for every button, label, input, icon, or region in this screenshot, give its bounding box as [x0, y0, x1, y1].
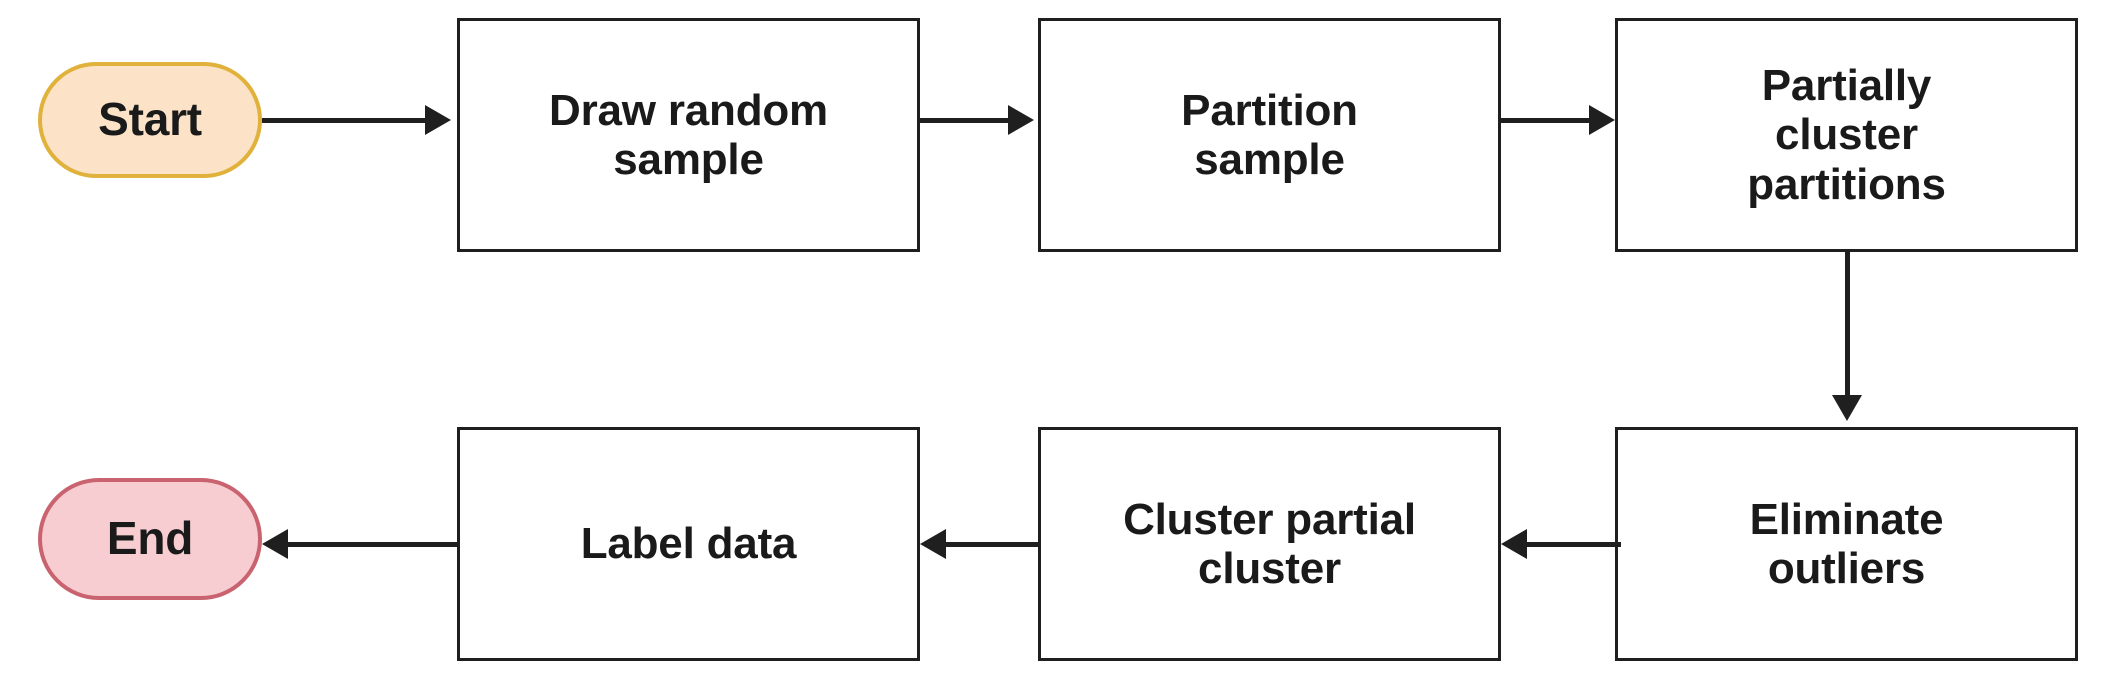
- edge-partition-to-partially-cluster: [1501, 105, 1621, 135]
- node-label-data-label: Label data: [580, 519, 797, 569]
- node-eliminate-outliers[interactable]: Eliminate outliers: [1615, 427, 2078, 661]
- edge-shaft: [1526, 541, 1621, 547]
- edge-shaft: [1844, 252, 1850, 402]
- arrowhead-left-icon: [1501, 529, 1527, 559]
- node-partially-cluster-partitions-label: Partially cluster partitions: [1747, 61, 1946, 209]
- node-partially-cluster-partitions[interactable]: Partially cluster partitions: [1615, 18, 2078, 252]
- node-start[interactable]: Start: [38, 62, 262, 178]
- edge-shaft: [1501, 117, 1596, 123]
- edge-eliminate-to-cluster-partial: [1501, 529, 1621, 559]
- edge-shaft: [262, 117, 432, 123]
- node-end[interactable]: End: [38, 478, 262, 600]
- node-start-label: Start: [98, 93, 202, 146]
- arrowhead-left-icon: [920, 529, 946, 559]
- edge-label-to-end: [262, 529, 459, 559]
- arrowhead-right-icon: [1589, 105, 1615, 135]
- edge-shaft: [920, 117, 1015, 123]
- edge-partially-cluster-to-eliminate: [1832, 252, 1862, 427]
- node-eliminate-outliers-label: Eliminate outliers: [1749, 494, 1944, 593]
- edge-shaft: [945, 541, 1040, 547]
- node-label-data[interactable]: Label data: [457, 427, 920, 661]
- node-partition-sample-label: Partition sample: [1181, 85, 1358, 184]
- arrowhead-right-icon: [1008, 105, 1034, 135]
- node-draw-random-sample-label: Draw random sample: [549, 85, 828, 184]
- node-cluster-partial-cluster-label: Cluster partial cluster: [1123, 494, 1416, 593]
- arrowhead-down-icon: [1832, 395, 1862, 421]
- node-end-label: End: [106, 512, 194, 565]
- node-partition-sample[interactable]: Partition sample: [1038, 18, 1501, 252]
- edge-start-to-draw: [262, 105, 457, 135]
- edge-cluster-partial-to-label: [920, 529, 1040, 559]
- arrowhead-right-icon: [425, 105, 451, 135]
- edge-shaft: [287, 541, 459, 547]
- node-cluster-partial-cluster[interactable]: Cluster partial cluster: [1038, 427, 1501, 661]
- edge-draw-to-partition: [920, 105, 1040, 135]
- node-draw-random-sample[interactable]: Draw random sample: [457, 18, 920, 252]
- arrowhead-left-icon: [262, 529, 288, 559]
